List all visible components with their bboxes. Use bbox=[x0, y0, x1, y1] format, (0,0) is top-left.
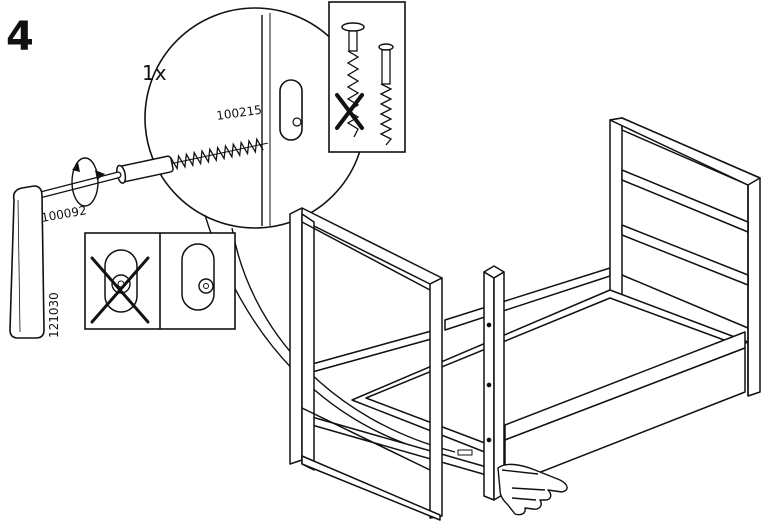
correct-orientation-icon bbox=[181, 243, 215, 311]
leg-part-number: 121030 bbox=[47, 292, 61, 338]
near-side-rail bbox=[504, 331, 746, 487]
orientation-comparison-box bbox=[84, 232, 236, 330]
rotation-arrow-icon bbox=[71, 157, 99, 207]
quantity-label: 1x bbox=[142, 61, 167, 85]
cross-mark-icon bbox=[335, 93, 364, 130]
tool-part-number: 100092 bbox=[40, 203, 88, 225]
bed-frame bbox=[289, 117, 761, 521]
pointing-hand-icon bbox=[497, 463, 568, 516]
cross-mark-icon bbox=[90, 256, 150, 324]
step-number: 4 bbox=[6, 14, 34, 60]
long-screw-icon bbox=[115, 137, 268, 184]
hex-key-tool bbox=[36, 157, 122, 207]
footboard-panel bbox=[289, 207, 443, 521]
joint-screw-icon bbox=[457, 449, 473, 456]
screw-comparison-box bbox=[328, 1, 406, 153]
loose-post bbox=[483, 265, 505, 501]
correct-screw-icon bbox=[378, 43, 394, 146]
screw-part-number: 100215 bbox=[215, 103, 262, 123]
leg-part bbox=[9, 185, 45, 339]
wrong-screw-icon bbox=[341, 22, 365, 138]
